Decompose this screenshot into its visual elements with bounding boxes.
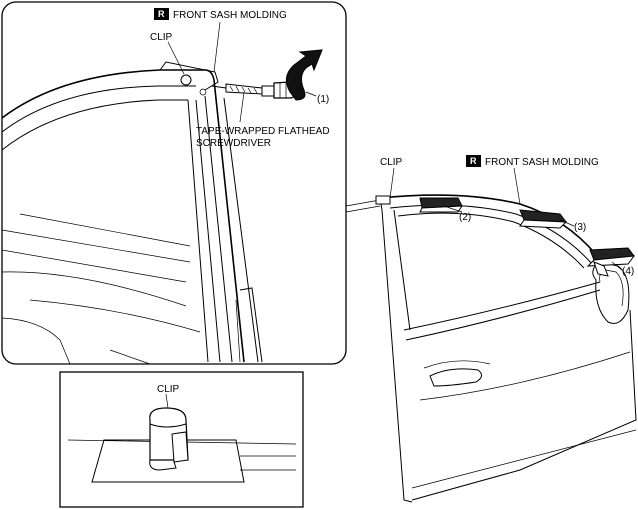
panel-line-2 — [1, 249, 187, 283]
panel-line-5 — [29, 299, 201, 333]
door-bottom-line — [411, 429, 637, 489]
detail-panel-clip: CLIP — [59, 371, 304, 508]
detail-panel-frame — [1, 1, 347, 365]
pillar-edge-1 — [204, 95, 233, 363]
door-crease — [419, 351, 631, 401]
door-belt-line — [403, 281, 601, 331]
r-badge-right-text: R — [470, 156, 477, 166]
callout-line-2 — [345, 205, 381, 213]
sash-inner-curve-1 — [1, 85, 196, 133]
r-badge-top-text: R — [158, 9, 165, 19]
tape-piece-4 — [586, 247, 636, 267]
callout-line — [345, 199, 381, 207]
door-sash-top — [379, 194, 603, 263]
pillar-edge-3 — [187, 99, 209, 363]
door-sash-inner-2 — [397, 212, 585, 269]
panel-line-7 — [109, 349, 151, 365]
door-handle — [429, 368, 482, 387]
door-handle-recess — [423, 360, 491, 369]
leader-step2 — [443, 205, 463, 213]
clip-marker — [180, 74, 192, 86]
step-3-label: (3) — [574, 222, 586, 233]
leader-molding-top — [213, 21, 221, 73]
door-rear-edge — [411, 309, 637, 501]
clip-icon — [149, 407, 189, 471]
leader-step3 — [559, 219, 575, 227]
r-badge-top — [154, 8, 169, 20]
step-1-label: (1) — [317, 94, 329, 105]
molding-tip — [159, 61, 219, 91]
door-pillar-edge — [393, 209, 411, 331]
clip-label-right: CLIP — [380, 157, 403, 168]
step-4-label: (4) — [622, 266, 634, 277]
clip-plate — [91, 439, 245, 483]
sash-inner-curve-2 — [1, 99, 188, 151]
sash-outer-curve — [1, 69, 215, 119]
panel-line-4 — [1, 271, 187, 307]
panel-line-3 — [19, 213, 191, 247]
pillar-trim-2 — [235, 299, 241, 363]
clip-label-bottom: CLIP — [157, 384, 180, 395]
leader-step1 — [305, 91, 317, 97]
screwdriver-icon — [211, 81, 297, 99]
pillar-edge-2 — [195, 99, 221, 363]
screwdriver-label-line1: TAPE-WRAPPED FLATHEAD — [196, 126, 330, 137]
leader-clip-right — [389, 167, 395, 199]
pillar-edge-outer — [213, 79, 245, 363]
leader-clip-bottom — [165, 393, 169, 409]
front-sash-molding-label-top: FRONT SASH MOLDING — [173, 10, 287, 21]
clip-label-top: CLIP — [150, 32, 173, 43]
leader-step4 — [611, 261, 623, 271]
door-belt-line-2 — [405, 289, 601, 341]
r-badge-right — [466, 155, 481, 167]
rotate-arrow-icon — [285, 49, 323, 101]
step-2-label: (2) — [459, 212, 471, 223]
detail-panel-top: R FRONT SASH MOLDING CLIP (1) TAPE-WRAPP… — [1, 1, 347, 365]
side-mirror-inner — [599, 269, 624, 307]
clip-hole — [199, 88, 207, 96]
leader-clip-top — [167, 41, 185, 75]
screwdriver-label-line2: SCREWDRIVER — [196, 138, 271, 149]
panel-line-6 — [1, 317, 71, 365]
pillar-trim — [239, 287, 263, 363]
front-sash-molding-label-right: FRONT SASH MOLDING — [485, 157, 599, 168]
leader-molding-right — [513, 167, 521, 205]
pillar-edge-4 — [223, 97, 259, 363]
tape-piece-3 — [519, 209, 568, 229]
panel-line-1 — [1, 229, 191, 263]
leader-screwdriver — [239, 91, 245, 123]
tape-piece-2 — [419, 197, 463, 213]
door-front-edge — [379, 197, 413, 503]
molding-rear-end — [593, 261, 609, 277]
door-overview: CLIP R FRONT SASH MOLDING (2) (3) (4) — [345, 155, 637, 503]
molding-front-clip — [375, 195, 391, 205]
